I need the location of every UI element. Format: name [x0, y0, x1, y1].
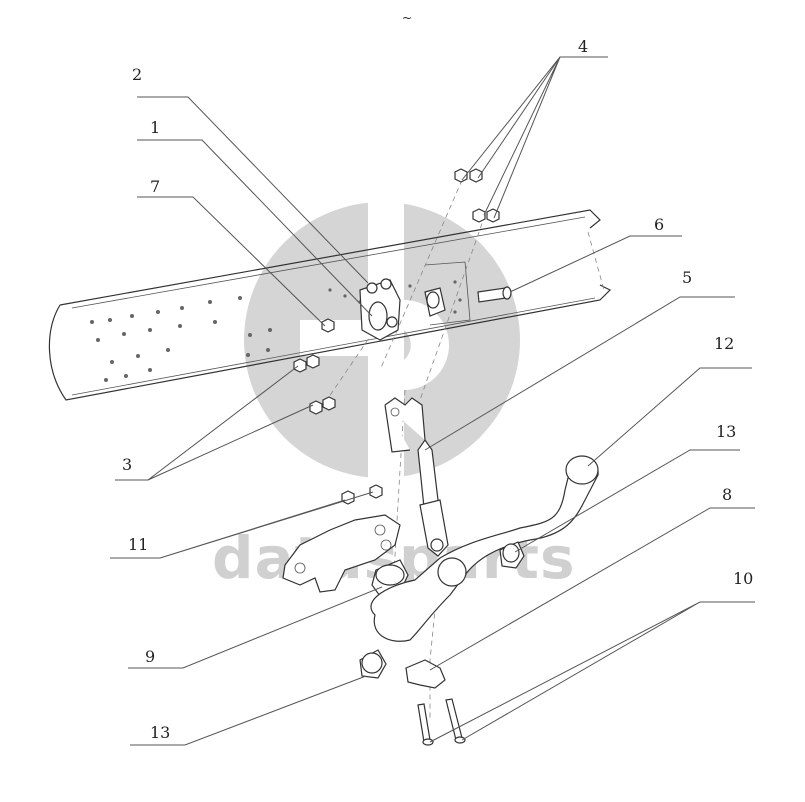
pin-part-6 — [477, 286, 512, 303]
nuts-part-4 — [454, 168, 500, 223]
callout-1: 1 — [150, 118, 160, 137]
nut-part-7 — [321, 318, 335, 333]
callout-3: 3 — [122, 455, 132, 474]
callout-11: 11 — [128, 535, 148, 554]
callout-4: 4 — [578, 37, 588, 56]
callout-13-lower: 13 — [150, 723, 170, 742]
frame-rail — [48, 209, 612, 401]
callout-5: 5 — [682, 268, 692, 287]
bushing-part-2 — [424, 287, 446, 317]
nuts-part-11 — [341, 484, 383, 505]
callout-13-upper: 13 — [716, 422, 736, 441]
mount-bracket — [282, 514, 401, 593]
link-rod-part-5 — [384, 397, 449, 557]
callout-12: 12 — [714, 334, 734, 353]
callout-8: 8 — [722, 485, 732, 504]
arm-part-12 — [370, 455, 599, 642]
leader-lines — [110, 56, 755, 746]
callout-7: 7 — [150, 177, 160, 196]
bracket-part-1 — [359, 278, 401, 341]
bushings-part-13 — [359, 541, 525, 679]
callout-10: 10 — [733, 569, 753, 588]
nuts-part-3 — [293, 354, 336, 415]
callout-2: 2 — [132, 65, 142, 84]
callout-labels: 4 2 1 7 6 5 12 13 8 3 11 9 10 13 — [122, 37, 753, 742]
callout-6: 6 — [654, 215, 664, 234]
bolts-part-10 — [417, 698, 466, 746]
top-mark: ~ — [402, 11, 412, 25]
callout-9: 9 — [145, 647, 155, 666]
